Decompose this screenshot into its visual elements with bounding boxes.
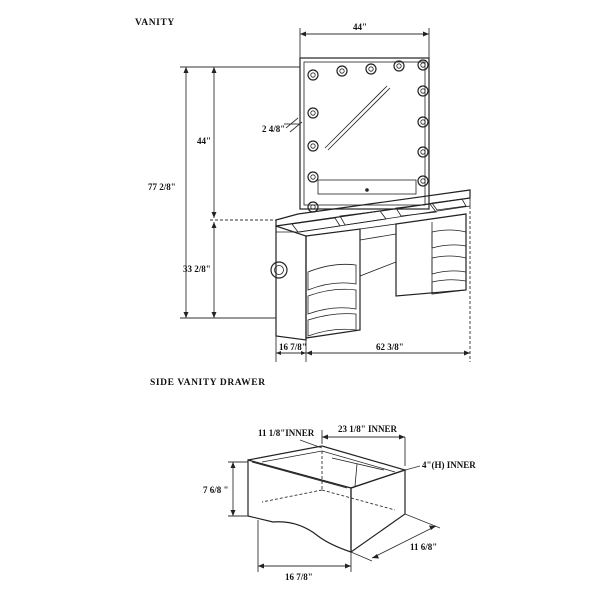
vanity-table (270, 189, 471, 341)
width-label: 62 3/8" (376, 342, 404, 352)
bulb-icon (365, 63, 377, 75)
bulb-icon (393, 60, 405, 72)
bulb-icon (307, 140, 319, 152)
drawer-width-label: 16 7/8" (285, 572, 313, 582)
total-height-label: 77 2/8" (148, 182, 176, 192)
bulb-icon (417, 146, 429, 158)
drawer-inner-height-label: 4"(H) INNER (422, 460, 476, 470)
bulb-icon (307, 201, 319, 213)
drawer (247, 445, 408, 554)
drawer-inner-depth-label: 11 1/8"INNER (258, 428, 315, 438)
bulb-icon (307, 69, 319, 81)
drawer-title: SIDE VANITY DRAWER (150, 378, 266, 388)
bulb-icon (417, 116, 429, 128)
mirror-width-label: 44" (353, 22, 367, 32)
bulb-icon (336, 65, 348, 77)
vanity-title: VANITY (135, 18, 175, 28)
drawer-inner-width-label: 23 1/8" INNER (338, 424, 398, 434)
mirror-bulbs (307, 59, 429, 213)
mirror-height-label: 44" (197, 136, 211, 146)
dimension-lines (180, 28, 471, 362)
speaker-icon (270, 261, 288, 279)
table-height-label: 33 2/8" (183, 264, 211, 274)
mirror (299, 57, 430, 210)
bulb-icon (307, 107, 319, 119)
bulb-icon (417, 175, 429, 187)
drawer-depth-label: 11 6/8" (410, 542, 437, 552)
drawer-dimension-lines (228, 430, 441, 572)
bulb-icon (417, 85, 429, 97)
bulb-icon (417, 59, 429, 71)
bulb-icon (307, 171, 319, 183)
mirror-depth-label: 2 4/8" (262, 124, 285, 134)
drawer-front-height-label: 7 6/8 " (203, 485, 229, 495)
depth-label: 16 7/8" (279, 342, 307, 352)
